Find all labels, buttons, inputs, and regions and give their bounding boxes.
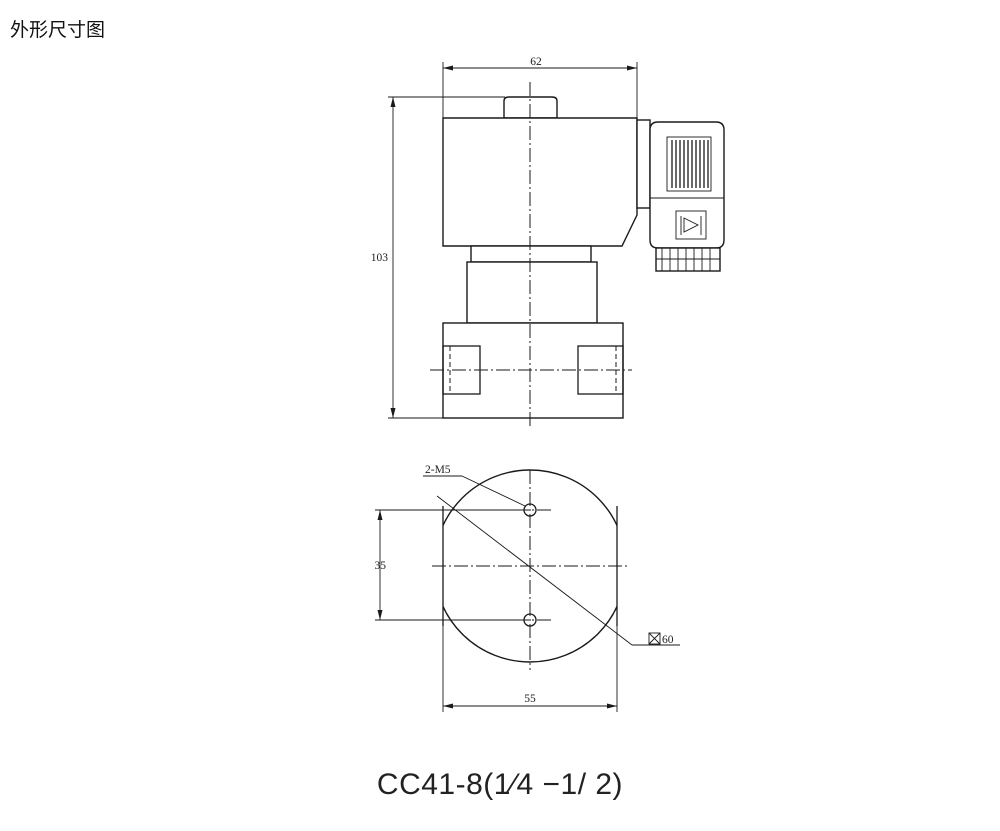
dimension-body-width-label: 55 — [524, 693, 536, 705]
plan-view: 2-M5 60 35 55 — [375, 464, 680, 712]
dimension-body-width: 55 — [442, 626, 618, 712]
dimension-width-top: 62 — [442, 56, 638, 118]
dimension-hole-spacing: 35 — [375, 509, 520, 621]
model-label: CC41-8(1⁄4 −1/ 2) — [376, 768, 624, 801]
coil-housing — [442, 117, 638, 247]
connector-plate — [636, 119, 651, 209]
front-view: 62 103 — [371, 56, 725, 428]
connector-box — [649, 121, 725, 249]
callout-square: 60 — [436, 495, 680, 646]
coil-nut — [470, 245, 592, 263]
dimension-width-top-label: 62 — [530, 56, 542, 68]
callout-holes: 2-M5 — [423, 464, 526, 507]
callout-holes-label: 2-M5 — [425, 464, 451, 476]
dimension-height-total: 103 — [371, 96, 505, 419]
connector-grille — [666, 136, 712, 192]
callout-square-label: 60 — [662, 634, 674, 646]
connector-screw — [675, 210, 707, 240]
valve-neck — [466, 261, 598, 324]
dimension-hole-spacing-label: 35 — [375, 560, 387, 572]
cable-gland — [655, 247, 721, 272]
dimension-height-total-label: 103 — [371, 252, 389, 264]
sheet-title: 外形尺寸图 — [10, 19, 106, 41]
